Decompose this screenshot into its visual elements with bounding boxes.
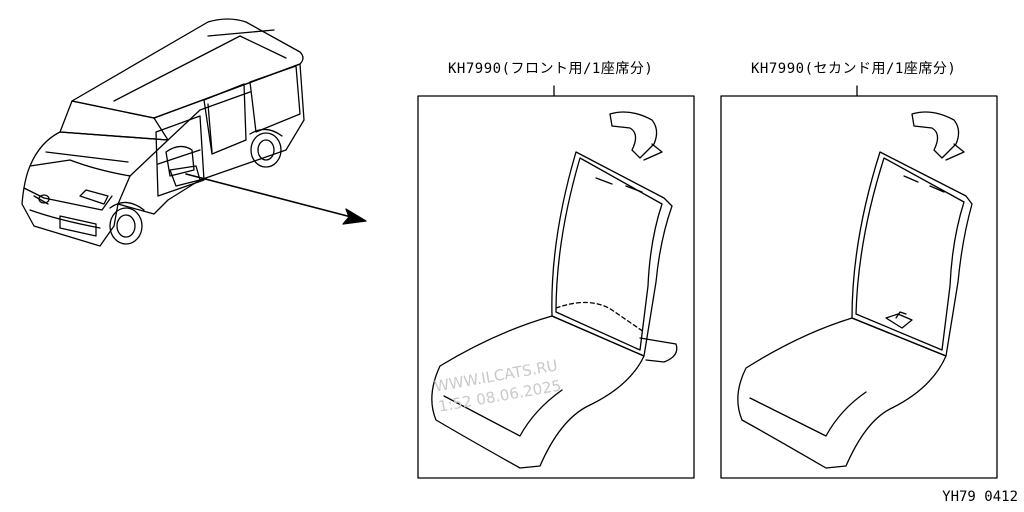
pointer-arrow <box>185 173 367 225</box>
seat-cover-front <box>431 111 678 469</box>
vehicle-hood <box>29 131 169 177</box>
front-seat-cover-panel <box>417 95 695 479</box>
front-seat-cushion <box>431 315 645 469</box>
vehicle-front-wheel <box>109 207 143 245</box>
second-seat-cover-panel <box>720 95 998 479</box>
vehicle-front <box>21 165 131 247</box>
vehicle-side <box>117 63 305 215</box>
second-seat-cushion <box>737 317 947 469</box>
front-backrest <box>551 151 673 357</box>
vehicle-open-door <box>155 115 205 197</box>
vehicle-rear-wheel <box>250 132 282 168</box>
vehicle-door-window <box>203 83 247 155</box>
second-seat-cover-label: KH7990(セカンド用/1座席分) <box>751 61 957 77</box>
vehicle-windshield <box>59 100 169 141</box>
seat-cover-second <box>737 111 973 469</box>
diagram-code: YH79 0412 <box>942 489 1018 505</box>
vehicle-roof <box>71 18 304 119</box>
vehicle-rear-window <box>249 65 301 133</box>
front-seat-cover-label: KH7990(フロント用/1座席分) <box>448 61 654 77</box>
minivan-illustration <box>21 18 305 247</box>
